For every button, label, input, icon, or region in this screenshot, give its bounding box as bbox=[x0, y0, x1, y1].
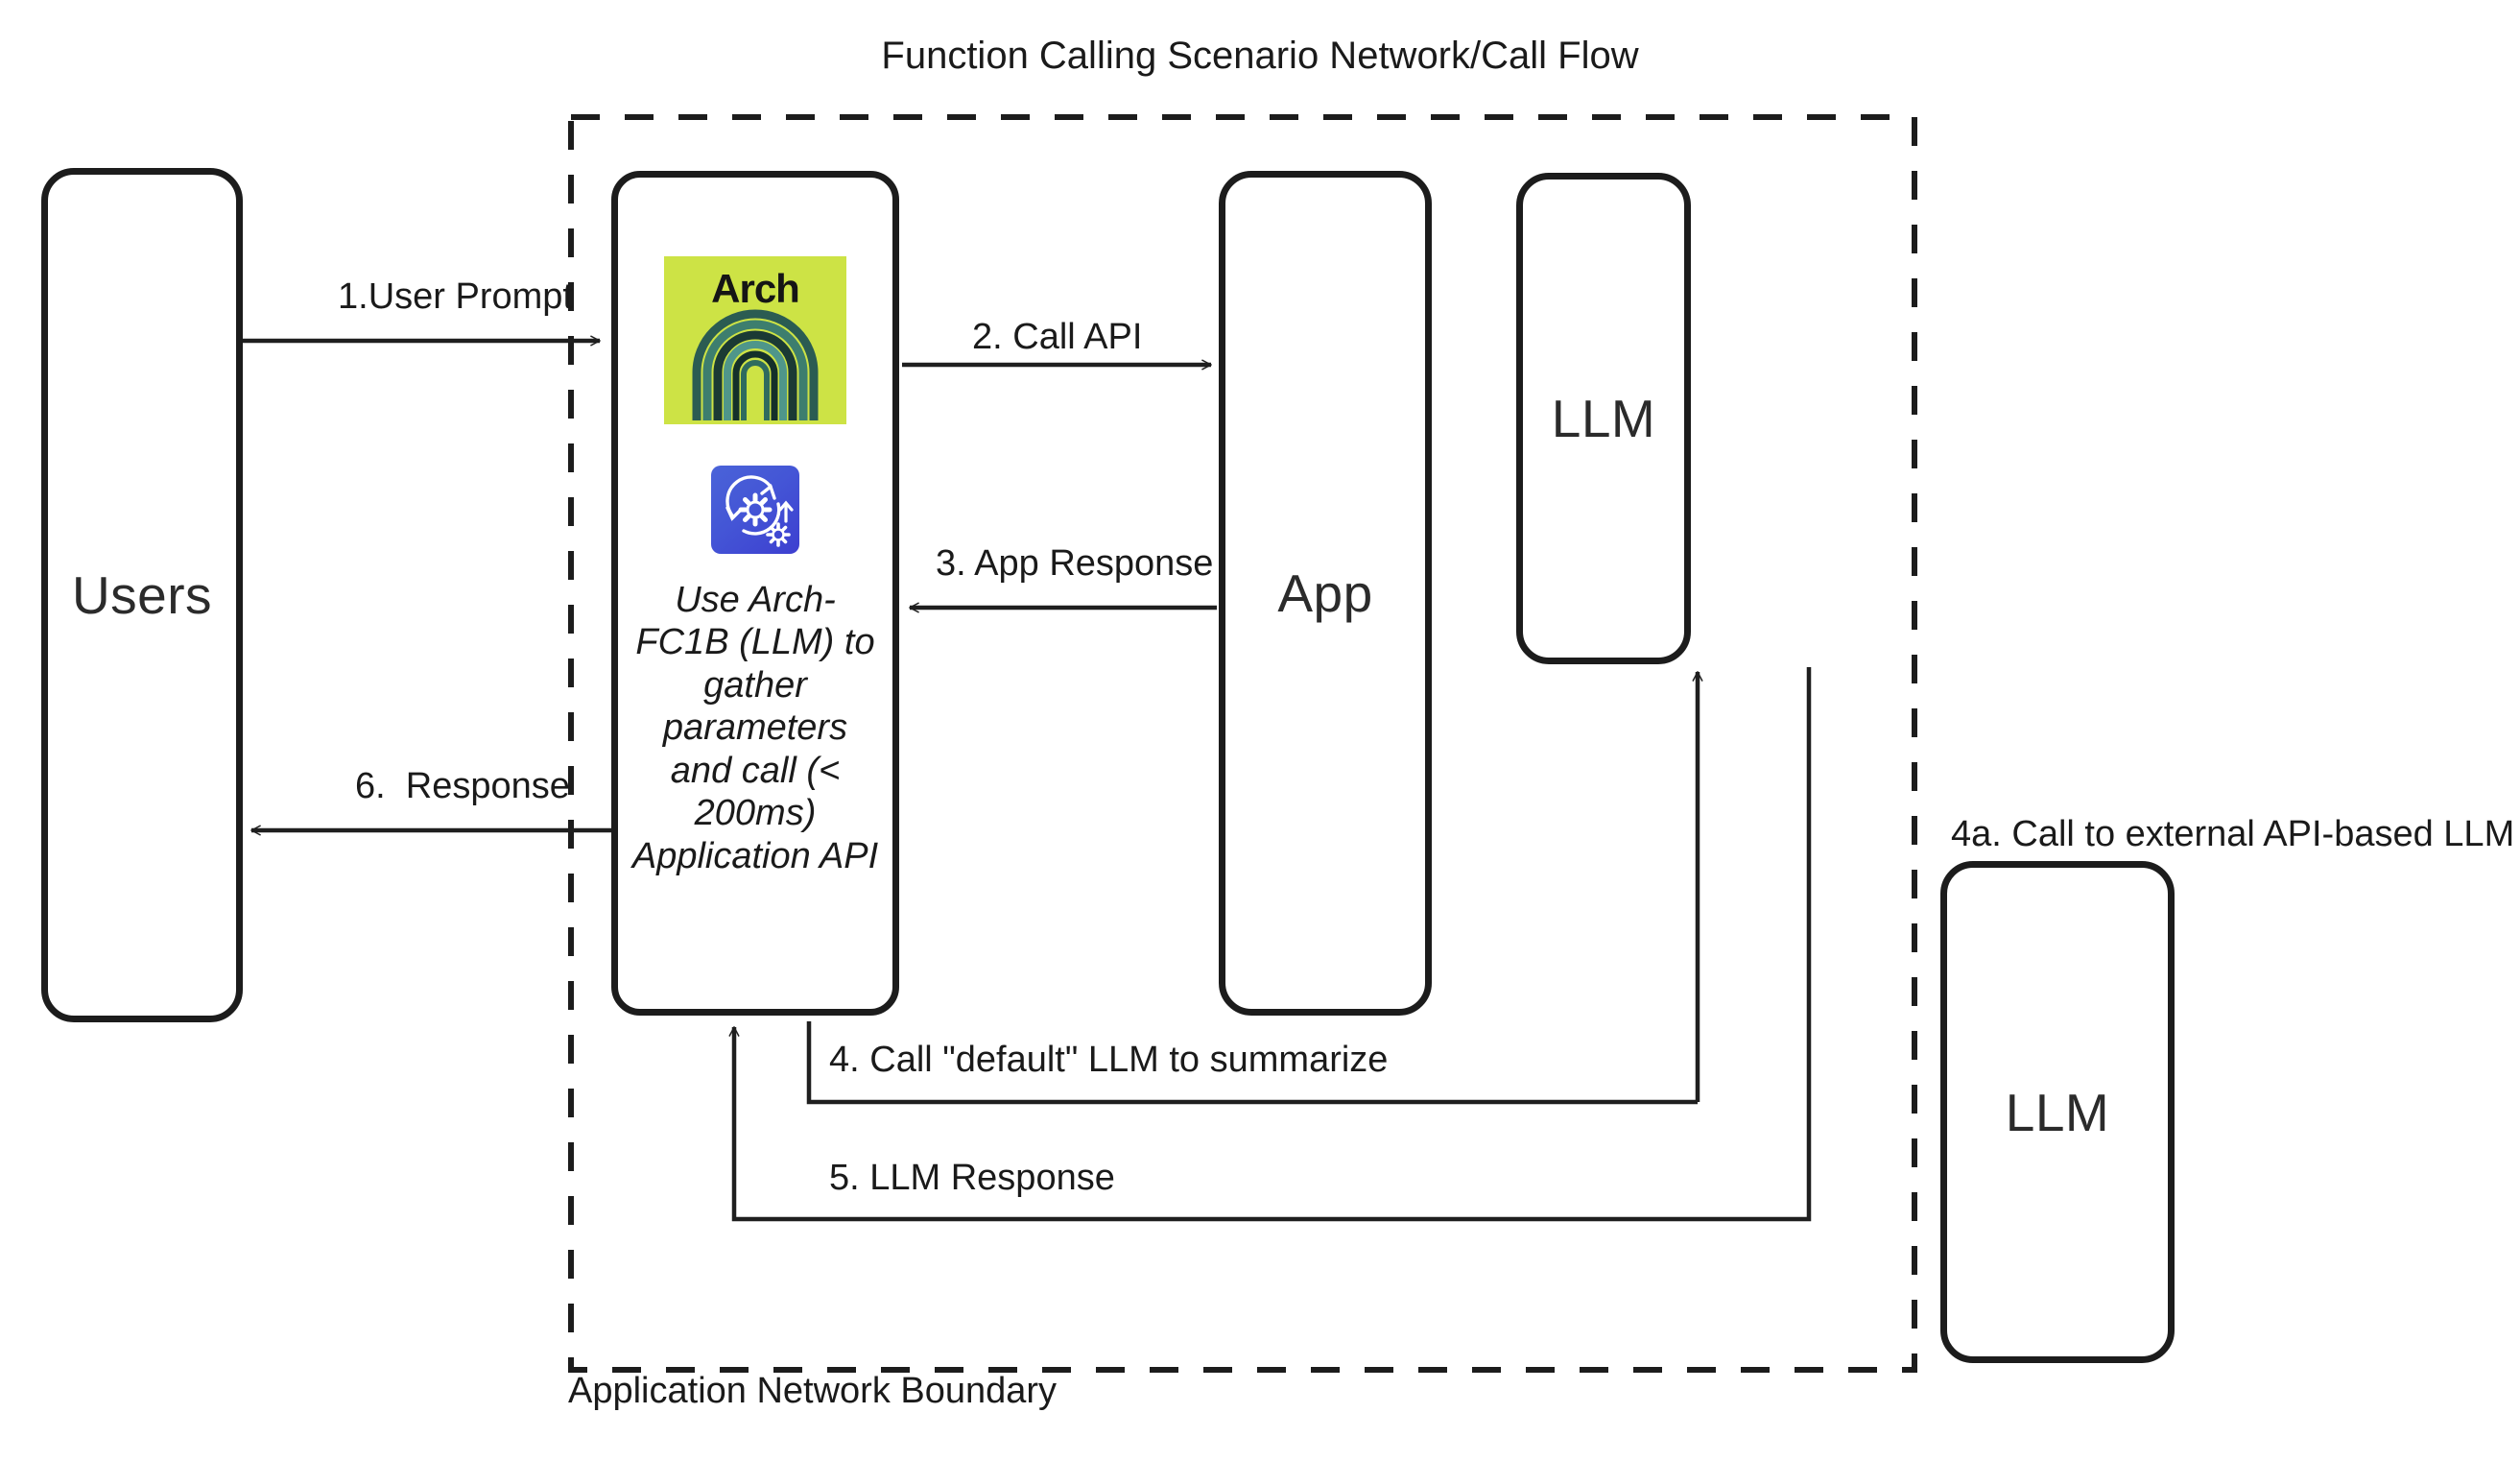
flow-label-llm-response: 5. LLM Response bbox=[829, 1158, 1115, 1198]
node-users[interactable]: Users bbox=[41, 168, 243, 1022]
arch-note-text: Use Arch-FC1B (LLM) to gather parameters… bbox=[631, 580, 879, 876]
node-llm-external[interactable]: LLM bbox=[1940, 861, 2175, 1363]
node-llm-internal-label: LLM bbox=[1551, 389, 1656, 448]
flow-label-user-prompt: 1.User Prompt bbox=[338, 276, 573, 317]
diagram-title: Function Calling Scenario Network/Call F… bbox=[881, 35, 1639, 77]
node-arch-gateway[interactable]: Arch bbox=[611, 171, 899, 1016]
arch-logo: Arch bbox=[664, 256, 846, 424]
boundary-caption: Application Network Boundary bbox=[568, 1371, 1058, 1411]
node-users-label: Users bbox=[71, 565, 213, 625]
node-llm-internal[interactable]: LLM bbox=[1516, 173, 1691, 664]
node-app[interactable]: App bbox=[1219, 171, 1432, 1016]
flow-label-call-api: 2. Call API bbox=[972, 317, 1143, 357]
flow-label-call-external-llm: 4a. Call to external API-based LLM bbox=[1951, 814, 2515, 854]
flow-label-response: 6. Response bbox=[355, 766, 570, 806]
arch-logo-label: Arch bbox=[711, 266, 800, 311]
flow-label-call-default-llm: 4. Call "default" LLM to summarize bbox=[829, 1040, 1389, 1080]
gears-refresh-icon bbox=[711, 466, 799, 554]
flow-label-app-response: 3. App Response bbox=[936, 543, 1214, 584]
arch-rainbow-icon bbox=[692, 309, 819, 420]
node-llm-external-label: LLM bbox=[2005, 1082, 2110, 1142]
node-app-label: App bbox=[1277, 563, 1373, 623]
